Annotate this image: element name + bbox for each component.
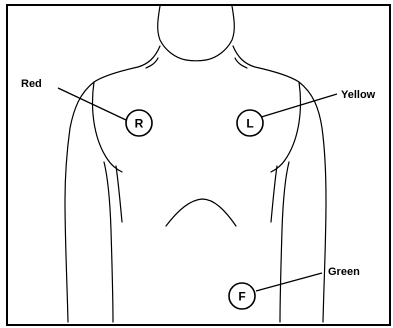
right-shoulder-line [233,46,326,322]
torso-outline [65,6,326,322]
right-shoulder-inner [235,58,247,68]
right-armpit-line [271,166,277,222]
neck-right-line [206,6,234,60]
electrode-l-letter: L [246,117,253,131]
left-shoulder-inner [146,58,158,68]
right-arm-inner-line [280,162,289,322]
electrode-r-letter: R [135,117,144,131]
yellow-label: Yellow [341,89,376,101]
neck-collar-line [186,60,206,61]
ribcage-arch [166,199,236,226]
electrode-f-letter: F [238,290,245,304]
left-arm-inner-line [104,162,113,322]
neck-left-line [158,6,186,60]
right-chest-contour [271,82,300,172]
left-armpit-line [116,166,122,222]
electrode-l: L [237,110,263,136]
green-leader-line [256,273,322,291]
left-chest-contour [93,82,122,172]
electrode-r: R [126,110,152,136]
yellow-leader-line [258,94,337,118]
red-label: Red [21,78,42,90]
red-leader-line [58,88,126,120]
green-label: Green [328,266,360,278]
electrode-f: F [229,283,255,309]
